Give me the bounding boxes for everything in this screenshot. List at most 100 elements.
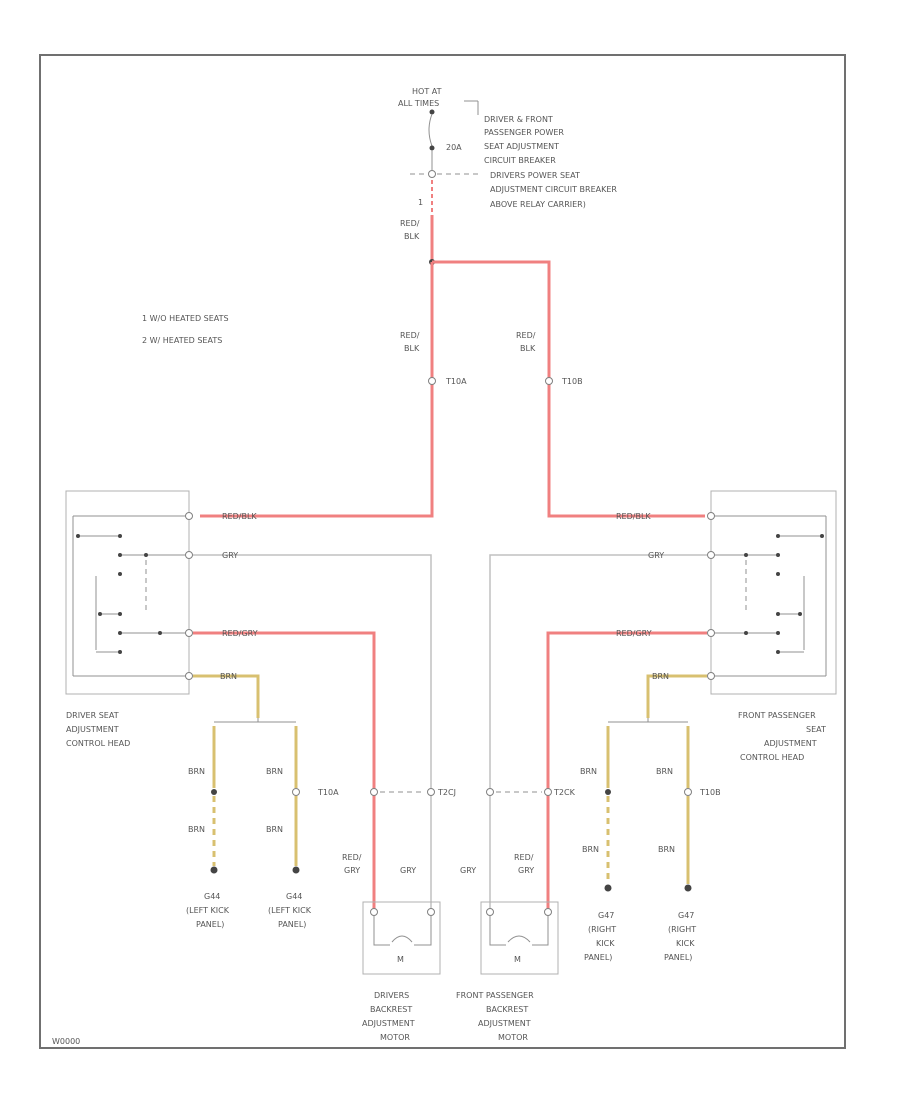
driver-motor-label-2: BACKREST <box>370 1005 412 1014</box>
breaker-note-3: SEAT ADJUSTMENT <box>484 142 559 151</box>
breaker-location-3: ABOVE RELAY CARRIER) <box>490 200 586 209</box>
ground-g44-b-icon <box>292 866 300 874</box>
ground-g44-a-label-3: PANEL) <box>196 920 224 929</box>
wire-label-red-blk-passenger-inline: RED/BLK <box>616 512 651 521</box>
passenger-seat-head-label-3: ADJUSTMENT <box>764 739 817 748</box>
wire-label-red-blk-right-2: BLK <box>520 344 536 353</box>
connector-t10a-label: T10A <box>445 377 467 386</box>
wire-label-gry-passenger-motor: GRY <box>460 866 476 875</box>
breaker-pin: 1 <box>418 198 423 207</box>
wire-label-gry-driver-motor: GRY <box>400 866 416 875</box>
diagram-frame <box>39 54 846 1049</box>
ground-g47-a-label-4: PANEL) <box>584 953 612 962</box>
wire-label-brn-g44b-lower: BRN <box>266 825 283 834</box>
wire-label-red-blk-top-2: BLK <box>404 232 420 241</box>
connector-t2ck-label: T2CK <box>553 788 576 797</box>
connector-t2cj-label: T2CJ <box>437 788 456 797</box>
legend-item-1: 1 W/O HEATED SEATS <box>142 314 229 323</box>
ground-g47-b-label-4: PANEL) <box>664 953 692 962</box>
wire-red-blk-driver <box>200 262 434 518</box>
wire-red-blk-passenger <box>432 260 705 518</box>
wire-label-brn-g47b-upper: BRN <box>656 767 673 776</box>
wire-label-red-blk-driver-inline: RED/BLK <box>222 512 257 521</box>
fuse-rating: 20A <box>446 143 462 152</box>
wire-label-brn-g47a-lower: BRN <box>582 845 599 854</box>
ground-g47-a-label-1: G47 <box>598 911 614 920</box>
driver-seat-head-label-3: CONTROL HEAD <box>66 739 130 748</box>
ground-g47-b-label-2: (RIGHT <box>668 925 696 934</box>
ground-g44-a-label-2: (LEFT KICK <box>186 906 230 915</box>
connector-t10b-ground-label: T10B <box>699 788 721 797</box>
hot-at-label-2: ALL TIMES <box>398 99 439 108</box>
driver-seat-head-label-1: DRIVER SEAT <box>66 711 119 720</box>
ground-g47-a-label-3: KICK <box>596 939 615 948</box>
wire-label-brn-g44a-lower: BRN <box>188 825 205 834</box>
wire-label-gry-passenger: GRY <box>648 551 664 560</box>
passenger-motor-label-1: FRONT PASSENGER <box>456 991 534 1000</box>
wire-label-gry-driver: GRY <box>222 551 238 560</box>
breaker-note-2: PASSENGER POWER <box>484 128 564 137</box>
passenger-motor-label-2: BACKREST <box>486 1005 528 1014</box>
connector-t10a-ground-terminal <box>292 788 300 796</box>
connector-t10a-ground-label: T10A <box>317 788 339 797</box>
wire-label-red-gry-driver-motor-1: RED/ <box>342 853 362 862</box>
motor-symbol-passenger: M <box>514 955 521 964</box>
passenger-seat-head-label-4: CONTROL HEAD <box>740 753 804 762</box>
wire-label-red-gry-passenger: RED/GRY <box>616 629 652 638</box>
ground-g47-b-icon <box>684 884 692 892</box>
diagram-id: W0000 <box>52 1037 80 1046</box>
passenger-seat-head-label-2: SEAT <box>806 725 826 734</box>
wire-label-brn-g44b-upper: BRN <box>266 767 283 776</box>
passenger-seat-control-head: FRONT PASSENGER SEAT ADJUSTMENT CONTROL … <box>707 490 837 762</box>
power-source: HOT AT ALL TIMES 20A 1 DRIVER & FRONT PA… <box>398 87 617 265</box>
wire-label-red-gry-driver-motor-2: GRY <box>344 866 360 875</box>
wire-label-brn-driver: BRN <box>220 672 237 681</box>
connector-t10a-terminal <box>428 377 436 385</box>
wire-label-red-blk-top-1: RED/ <box>400 219 420 228</box>
ground-g44-b-label-3: PANEL) <box>278 920 306 929</box>
wire-label-red-gry-passenger-motor-1: RED/ <box>514 853 534 862</box>
driver-seat-head-label-2: ADJUSTMENT <box>66 725 119 734</box>
ground-g47-b-label-3: KICK <box>676 939 695 948</box>
legend: 1 W/O HEATED SEATS 2 W/ HEATED SEATS <box>142 314 229 345</box>
wire-label-red-blk-right-1: RED/ <box>516 331 536 340</box>
breaker-note-4: CIRCUIT BREAKER <box>484 156 556 165</box>
connector-t10b-label: T10B <box>561 377 583 386</box>
ground-g44-b-label-2: (LEFT KICK <box>268 906 312 915</box>
wire-red-gry-driver <box>193 631 376 910</box>
passenger-seat-head-label-1: FRONT PASSENGER <box>738 711 816 720</box>
wire-label-brn-g47b-lower: BRN <box>658 845 675 854</box>
passenger-motor-label-4: MOTOR <box>498 1033 528 1042</box>
driver-seat-control-head: DRIVER SEAT ADJUSTMENT CONTROL HEAD <box>65 490 193 748</box>
breaker-location-2: ADJUSTMENT CIRCUIT BREAKER <box>490 185 617 194</box>
driver-backrest-motor: M DRIVERS BACKREST ADJUSTMENT MOTOR <box>362 901 441 1042</box>
wire-label-red-gry-driver: RED/GRY <box>222 629 258 638</box>
connector-t10b-ground-terminal <box>684 788 692 796</box>
breaker-connector-terminal <box>428 170 436 178</box>
hot-at-label-1: HOT AT <box>412 87 442 96</box>
driver-motor-label-4: MOTOR <box>380 1033 410 1042</box>
wire-label-red-gry-passenger-motor-2: GRY <box>518 866 534 875</box>
connector-t10b-terminal <box>545 377 553 385</box>
ground-g44-a-icon <box>210 866 218 874</box>
ground-g47-b-label-1: G47 <box>678 911 694 920</box>
driver-motor-label-1: DRIVERS <box>374 991 409 1000</box>
circuit-breaker-icon <box>428 113 433 147</box>
ground-g44-a-label-1: G44 <box>204 892 220 901</box>
wire-gry-driver <box>193 554 432 910</box>
wire-red-gry-passenger <box>546 631 707 910</box>
legend-item-2: 2 W/ HEATED SEATS <box>142 336 222 345</box>
wire-label-brn-passenger: BRN <box>652 672 669 681</box>
wire-label-brn-g47a-upper: BRN <box>580 767 597 776</box>
fuse-top-terminal <box>429 109 435 115</box>
motor-symbol-driver: M <box>397 955 404 964</box>
wire-brn-driver <box>193 674 260 718</box>
wire-label-red-blk-left-2: BLK <box>404 344 420 353</box>
driver-motor-label-3: ADJUSTMENT <box>362 1019 415 1028</box>
wire-label-brn-g44a-upper: BRN <box>188 767 205 776</box>
ground-g47-a-label-2: (RIGHT <box>588 925 616 934</box>
wire-brn-passenger <box>646 674 707 718</box>
ground-g47-a-icon <box>604 884 612 892</box>
passenger-motor-label-3: ADJUSTMENT <box>478 1019 531 1028</box>
